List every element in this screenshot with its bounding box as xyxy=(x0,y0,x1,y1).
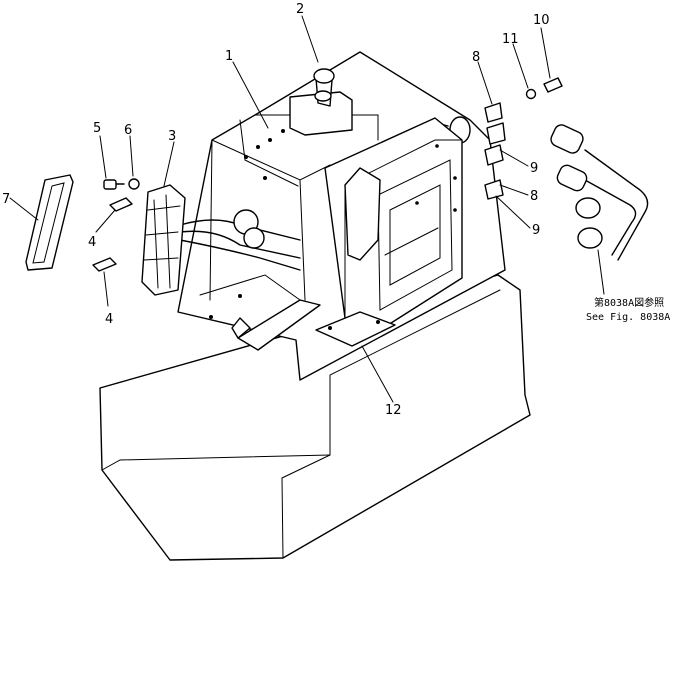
reference-en: See Fig. 8038A xyxy=(586,312,670,323)
callout-4b: 4 xyxy=(105,312,113,327)
leader-lines xyxy=(9,15,605,403)
nut-6 xyxy=(128,178,140,190)
callout-4a: 4 xyxy=(88,235,96,250)
external-harness xyxy=(550,124,649,261)
callout-8b: 8 xyxy=(530,189,538,204)
reference-note: 第8038A図参照 See Fig. 8038A xyxy=(586,296,670,323)
callout-7: 7 xyxy=(2,192,10,207)
callouts: 1 2 3 4 4 5 6 7 8 8 9 9 10 11 12 xyxy=(2,2,550,418)
callout-5: 5 xyxy=(93,121,101,136)
callout-6: 6 xyxy=(124,123,132,138)
callout-9b: 9 xyxy=(532,223,540,238)
plate-4a xyxy=(109,197,133,212)
cover-7 xyxy=(25,174,74,271)
reference-jp: 第8038A図参照 xyxy=(594,296,664,309)
callout-9a: 9 xyxy=(530,161,538,176)
washer-11 xyxy=(525,88,537,100)
connector-3 xyxy=(141,184,186,296)
bolt-10 xyxy=(543,77,563,93)
callout-12: 12 xyxy=(385,403,402,418)
callout-2: 2 xyxy=(296,2,304,17)
lever-boss xyxy=(289,68,353,136)
callout-1: 1 xyxy=(225,49,233,64)
clamps-right xyxy=(484,77,563,200)
base-body xyxy=(99,274,531,561)
callout-10: 10 xyxy=(533,13,550,28)
callout-3: 3 xyxy=(168,129,176,144)
fasteners-left xyxy=(92,178,140,272)
controller-box xyxy=(231,117,463,351)
bolt-5 xyxy=(103,179,117,190)
callout-11: 11 xyxy=(502,32,519,47)
callout-8a: 8 xyxy=(472,50,480,65)
plate-4b xyxy=(92,257,117,272)
